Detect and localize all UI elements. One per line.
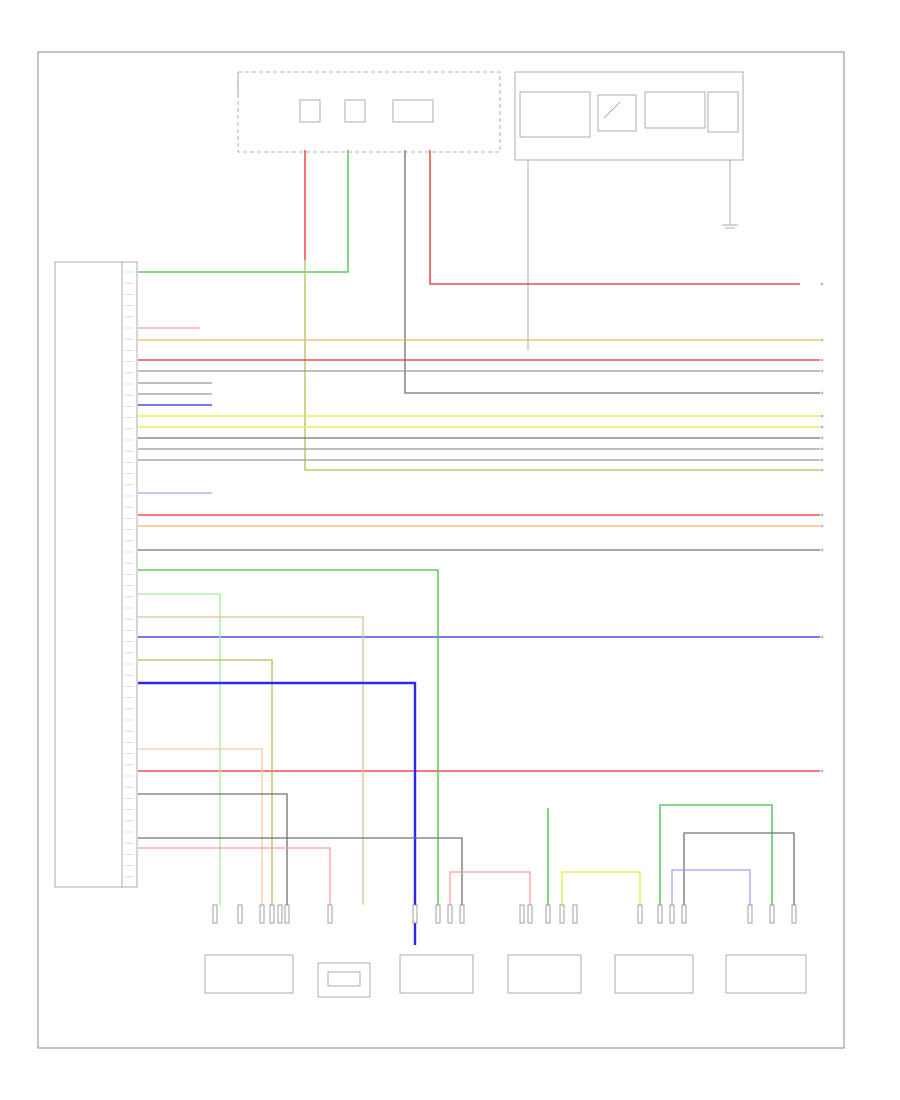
connector-pin xyxy=(527,904,533,924)
terminal-dot xyxy=(820,436,824,440)
component-2 xyxy=(317,962,371,998)
bottom-components xyxy=(204,954,807,998)
connector-pin xyxy=(572,904,578,924)
wires xyxy=(138,150,820,945)
terminal-dot xyxy=(820,414,824,418)
terminal-dot xyxy=(820,369,824,373)
fuse-relay-section xyxy=(237,71,744,350)
connector-pin xyxy=(681,904,687,924)
connector-pin xyxy=(791,904,797,924)
component-5 xyxy=(614,954,694,994)
connector-pin xyxy=(637,904,643,924)
wire-green-feed xyxy=(138,150,349,273)
terminal-dot xyxy=(820,447,824,451)
connector-pin xyxy=(269,904,275,924)
wire-peach-sensor xyxy=(138,748,263,905)
relay-contact xyxy=(707,91,739,133)
relay-switch xyxy=(597,94,637,132)
component-1 xyxy=(204,954,294,994)
connector-pin xyxy=(559,904,565,924)
connector-pin xyxy=(327,904,333,924)
terminal-marks xyxy=(820,282,824,773)
wire-red-feed xyxy=(429,150,800,285)
terminal-dot xyxy=(820,282,824,286)
fuse-3 xyxy=(392,99,434,123)
terminal-dot xyxy=(820,468,824,472)
fuse-2 xyxy=(344,99,366,123)
connector-pin xyxy=(769,904,775,924)
terminal-dot xyxy=(820,769,824,773)
terminal-dot xyxy=(820,391,824,395)
wire-olive-down xyxy=(304,260,820,471)
connector-pin xyxy=(747,904,753,924)
fuse-1 xyxy=(299,99,321,123)
wire-yellow-link xyxy=(561,871,641,905)
relay-box xyxy=(514,71,744,161)
wire-blue-sensor xyxy=(138,681,417,945)
component-4 xyxy=(507,954,582,994)
wire-gray-link xyxy=(683,832,795,905)
wire-lblue-link xyxy=(671,869,751,905)
connector-pin xyxy=(435,904,441,924)
terminal-dot xyxy=(820,548,824,552)
terminal-dot xyxy=(820,458,824,462)
wire-green-link xyxy=(659,804,773,905)
terminal-dot xyxy=(820,524,824,528)
diagram-frame xyxy=(37,51,845,1049)
relay-coil xyxy=(644,91,706,129)
wire-gray-feed xyxy=(404,150,820,394)
wire-pink-sensor xyxy=(138,847,331,905)
component-6 xyxy=(725,954,807,994)
component-2-inner xyxy=(327,971,361,987)
terminal-dot xyxy=(820,425,824,429)
wire-green-sensor xyxy=(138,569,439,905)
wire-gray-sensor xyxy=(138,793,288,905)
connector-pin xyxy=(447,904,453,924)
control-module-box xyxy=(54,261,138,888)
connector-pins xyxy=(212,904,797,924)
fuse-block-dashed xyxy=(237,71,501,153)
connector-pin xyxy=(277,904,283,924)
connector-pin xyxy=(237,904,243,924)
terminal-dot xyxy=(820,635,824,639)
connector-pin xyxy=(212,904,218,924)
connector-pin xyxy=(284,904,290,924)
connector-pin xyxy=(259,904,265,924)
connector-pin xyxy=(519,904,525,924)
connector-pin xyxy=(412,904,418,924)
wire-pink-link xyxy=(449,871,531,905)
component-3 xyxy=(399,954,474,994)
terminal-dot xyxy=(820,338,824,342)
connector-pin xyxy=(459,904,465,924)
connector-pin xyxy=(669,904,675,924)
relay-inner-box xyxy=(519,91,591,138)
connector-pin xyxy=(657,904,663,924)
wire-tan-sensor xyxy=(138,616,364,905)
terminal-dot xyxy=(820,358,824,362)
wire-olive-sensor xyxy=(138,659,273,905)
wire-lgreen-sensor xyxy=(138,593,221,905)
pin-labels xyxy=(124,271,134,878)
connector-pin xyxy=(545,904,551,924)
wire-gray-sensor-2 xyxy=(138,837,463,905)
terminal-dot xyxy=(820,513,824,517)
